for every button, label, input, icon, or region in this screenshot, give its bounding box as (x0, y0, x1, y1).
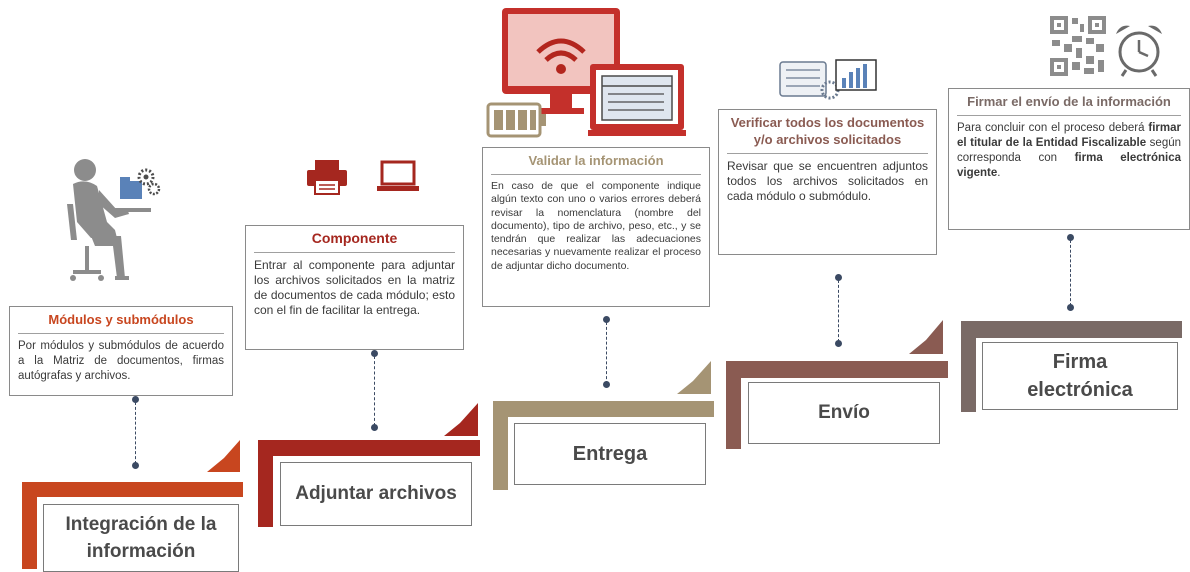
firmar-body-part-3: . (997, 167, 1001, 179)
firmar-info-box: Firmar el envío de la información Para c… (948, 88, 1190, 230)
stage-label-firma: Firma electrónica (982, 342, 1178, 410)
firmar-body-bold-1: firmar el titular de la Entidad Fiscaliz… (957, 122, 1181, 149)
stage-label-entrega: Entrega (514, 423, 706, 485)
componente-box-title: Componente (254, 226, 455, 253)
connector-dot-bottom-1 (132, 462, 139, 469)
connector-line-2 (374, 356, 375, 426)
connector-dot-top-3 (603, 316, 610, 323)
connector-dot-top-1 (132, 396, 139, 403)
validar-info-box: Validar la información En caso de que el… (482, 147, 710, 307)
connector-line-1 (135, 402, 136, 464)
connector-dot-bottom-3 (603, 381, 610, 388)
printer-icon (307, 160, 347, 195)
firmar-box-title: Firmar el envío de la información (957, 89, 1181, 116)
chart-gear-icon (779, 59, 877, 100)
componente-box-body: Entrar al componente para adjuntar los a… (254, 258, 455, 317)
validar-box-body: En caso de que el componente indique alg… (491, 180, 701, 272)
calendar-icon (588, 64, 686, 136)
connector-dot-top-2 (371, 350, 378, 357)
connector-line-5 (1070, 240, 1071, 306)
stage-label-envio: Envío (748, 382, 940, 444)
firmar-body-bold-2: firma electrónica vigente (957, 152, 1181, 179)
stage-label-adjuntar: Adjuntar archivos (280, 462, 472, 526)
connector-dot-bottom-5 (1067, 304, 1074, 311)
componente-info-box: Componente Entrar al componente para adj… (245, 225, 464, 350)
battery-icon (486, 102, 546, 138)
connector-line-3 (606, 322, 607, 384)
connector-dot-bottom-4 (835, 340, 842, 347)
qr-code-icon (1050, 16, 1106, 76)
validar-box-title: Validar la información (491, 148, 701, 175)
firmar-box-body: Para concluir con el proceso deberá firm… (949, 116, 1189, 186)
modulos-box-title: Módulos y submódulos (18, 307, 224, 334)
verificar-box-title: Verificar todos los documentos y/o archi… (727, 110, 928, 154)
connector-dot-top-4 (835, 274, 842, 281)
firmar-body-part-1: Para concluir con el proceso deberá (957, 122, 1149, 134)
alarm-clock-icon (1116, 25, 1162, 77)
gears-icon (120, 168, 161, 199)
stage-label-integracion: Integración de la información (43, 504, 239, 572)
modulos-box-body: Por módulos y submódulos de acuerdo a la… (18, 340, 224, 382)
verificar-box-body: Revisar que se encuentren adjuntos todos… (727, 159, 928, 203)
modulos-info-box: Módulos y submódulos Por módulos y submó… (9, 306, 233, 396)
person-at-desk-icon (67, 159, 151, 281)
firmar-body-part-2: según corresponda con (957, 137, 1182, 164)
connector-dot-top-5 (1067, 234, 1074, 241)
connector-line-4 (838, 280, 839, 342)
verificar-info-box: Verificar todos los documentos y/o archi… (718, 109, 937, 255)
laptop-icon (377, 160, 419, 191)
connector-dot-bottom-2 (371, 424, 378, 431)
